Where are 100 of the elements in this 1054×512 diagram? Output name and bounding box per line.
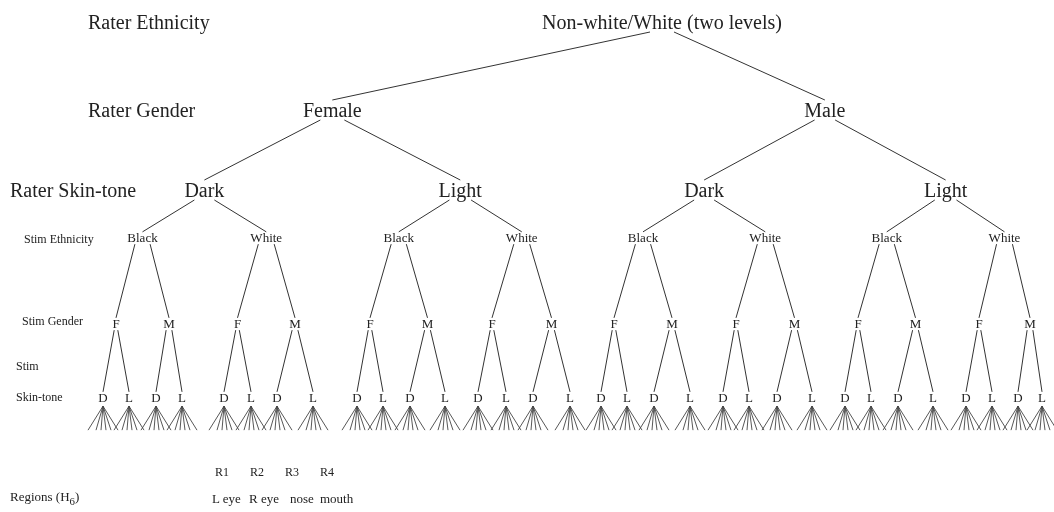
tree-branch bbox=[886, 199, 936, 233]
factor-level: Black bbox=[871, 230, 902, 246]
factor-level: D bbox=[596, 390, 606, 406]
tree-branch bbox=[642, 199, 695, 233]
factor-level: Dark bbox=[184, 179, 225, 201]
tree-branch bbox=[429, 329, 446, 393]
axis-label: Stim Ethnicity bbox=[24, 233, 94, 247]
factor-level: M bbox=[1024, 316, 1036, 332]
axis-label: Stim Gender bbox=[22, 315, 83, 329]
tree-branch bbox=[398, 199, 450, 233]
tree-branch bbox=[203, 119, 321, 181]
tree-branch bbox=[955, 199, 1005, 233]
factor-level: L bbox=[623, 390, 631, 406]
factor-level: F bbox=[488, 316, 496, 332]
tree-branch bbox=[917, 329, 934, 393]
tree-branch bbox=[674, 329, 691, 393]
factor-level: D bbox=[405, 390, 415, 406]
factor-level: L bbox=[502, 390, 510, 406]
factor-level: Light bbox=[923, 179, 968, 201]
factor-level: D bbox=[352, 390, 362, 406]
tree-branch bbox=[117, 329, 130, 393]
factor-level: L bbox=[988, 390, 996, 406]
tree-branch bbox=[1017, 329, 1028, 393]
factor-level: L bbox=[309, 390, 317, 406]
factor-level: White bbox=[505, 230, 538, 246]
tree-branch bbox=[213, 199, 267, 233]
factor-level: M bbox=[788, 316, 801, 332]
tree-branch bbox=[369, 243, 392, 319]
tree-branch bbox=[978, 243, 998, 319]
factor-level: Female bbox=[302, 99, 362, 121]
region-name: R eye bbox=[249, 491, 279, 507]
factor-level: M bbox=[545, 316, 558, 332]
tree-branch bbox=[532, 329, 550, 393]
tree-branch bbox=[223, 329, 237, 393]
factor-level: D bbox=[219, 390, 229, 406]
factor-level: M bbox=[289, 316, 301, 332]
factor-level: M bbox=[909, 316, 922, 332]
tree-branch bbox=[238, 329, 252, 393]
region-name: L eye bbox=[212, 491, 241, 507]
region-number: R2 bbox=[250, 466, 264, 480]
tree-branch bbox=[553, 329, 571, 393]
factor-level: L bbox=[247, 390, 255, 406]
factor-level: Black bbox=[383, 230, 414, 246]
tree-branch bbox=[477, 329, 491, 393]
tree-branch bbox=[343, 119, 461, 181]
factor-level: F bbox=[610, 316, 618, 332]
tree-branch bbox=[470, 199, 523, 233]
tree-branch bbox=[796, 329, 813, 393]
factor-level: L bbox=[566, 390, 574, 406]
factor-level: Black bbox=[127, 230, 158, 246]
tree-branch bbox=[673, 31, 826, 101]
tree-branch bbox=[776, 329, 793, 393]
tree-branch bbox=[115, 243, 136, 319]
tree-branch bbox=[276, 329, 293, 393]
region-number: R1 bbox=[215, 466, 229, 480]
tree-branch bbox=[615, 329, 628, 393]
tree-branch bbox=[1011, 243, 1031, 319]
factor-level: Non-white/White (two levels) bbox=[542, 11, 782, 33]
tree-branch bbox=[650, 243, 673, 319]
axis-label: Rater Ethnicity bbox=[88, 11, 210, 33]
factor-level: F bbox=[112, 316, 120, 332]
tree-branch bbox=[703, 119, 816, 181]
factor-level: D bbox=[840, 390, 850, 406]
factor-level: M bbox=[666, 316, 678, 332]
tree-branch bbox=[613, 243, 636, 319]
factor-level: F bbox=[975, 316, 983, 332]
factor-level: Black bbox=[627, 230, 659, 246]
factor-level: White bbox=[988, 230, 1021, 246]
tree-branch bbox=[980, 329, 993, 393]
tree-branch bbox=[356, 329, 369, 393]
tree-branch bbox=[331, 31, 651, 101]
factor-level: Male bbox=[804, 99, 846, 121]
factor-level: L bbox=[125, 390, 133, 406]
factor-level: Dark bbox=[684, 179, 725, 201]
factor-level: L bbox=[686, 390, 694, 406]
factor-level: F bbox=[854, 316, 862, 332]
tree-branch bbox=[409, 329, 426, 393]
tree-branch bbox=[405, 243, 428, 319]
tree-branch bbox=[600, 329, 613, 393]
axis-label: Rater Gender bbox=[88, 99, 196, 121]
tree-branch bbox=[273, 243, 296, 319]
factor-level: L bbox=[808, 390, 816, 406]
tree-branch bbox=[722, 329, 735, 393]
factor-level: D bbox=[473, 390, 483, 406]
factor-level: D bbox=[1013, 390, 1023, 406]
factor-level: L bbox=[929, 390, 937, 406]
tree-branch bbox=[893, 243, 916, 319]
region-number: R4 bbox=[320, 466, 334, 480]
factor-level: Light bbox=[438, 179, 482, 201]
tree-branch bbox=[844, 329, 857, 393]
tree-branch bbox=[371, 329, 384, 393]
axis-label: Stim bbox=[16, 360, 39, 374]
tree-branch bbox=[965, 329, 978, 393]
axis-label: Skin-tone bbox=[16, 391, 63, 405]
factor-level: L bbox=[1038, 390, 1046, 406]
factor-level: F bbox=[732, 316, 740, 332]
tree-branch bbox=[491, 243, 515, 319]
axis-label: Rater Skin-tone bbox=[10, 179, 137, 201]
tree-branch bbox=[653, 329, 670, 393]
factor-level: F bbox=[233, 316, 242, 332]
